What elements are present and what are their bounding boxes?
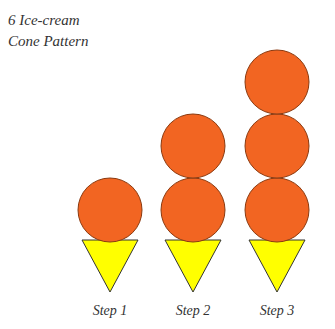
step-label: Step 1 (93, 303, 128, 319)
scoop (245, 178, 309, 242)
cone (165, 240, 221, 292)
step-label: Step 2 (176, 303, 211, 319)
scoop (78, 178, 142, 242)
title: 6 Ice-cream Cone Pattern (8, 10, 100, 52)
scoop (161, 178, 225, 242)
cone (82, 240, 138, 292)
scoop (161, 114, 225, 178)
step-label: Step 3 (260, 303, 295, 319)
cone (249, 240, 305, 292)
scoop (245, 50, 309, 114)
scoop (245, 114, 309, 178)
